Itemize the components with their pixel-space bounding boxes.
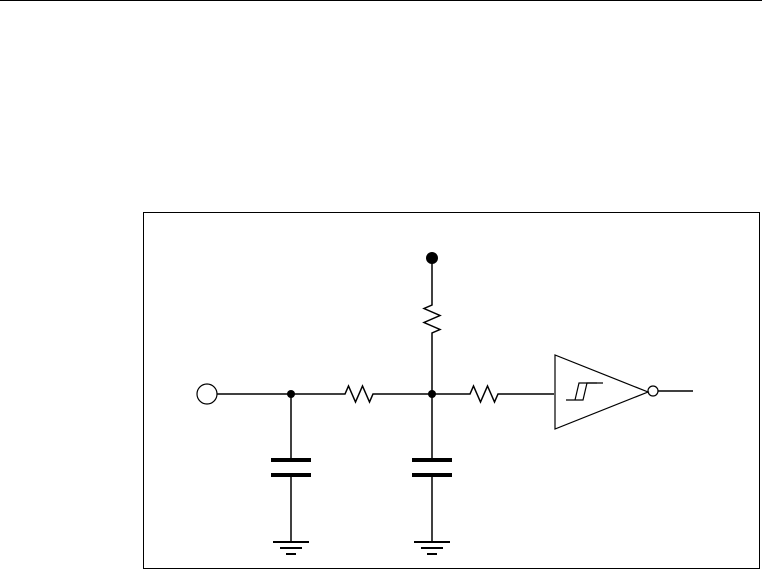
junction-node-1 — [287, 390, 295, 398]
series-resistor-2 — [465, 386, 503, 402]
input-terminal — [197, 384, 217, 404]
junction-node-2 — [428, 390, 436, 398]
ground-1 — [273, 542, 309, 554]
series-resistor-1 — [338, 386, 374, 402]
ground-2 — [414, 542, 450, 554]
supply-terminal — [426, 252, 438, 264]
pull-up-resistor — [424, 304, 440, 334]
hysteresis-symbol — [566, 383, 603, 400]
inverter-bubble — [648, 386, 658, 396]
schmitt-inverter-body — [555, 355, 648, 429]
